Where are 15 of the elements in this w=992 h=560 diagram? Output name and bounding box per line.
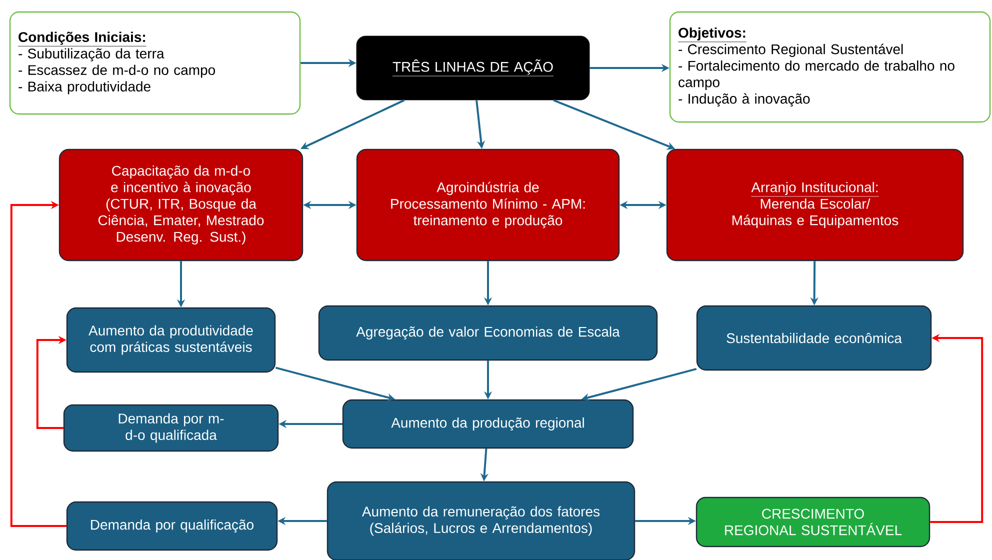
process-box: Aumento da produção regional (342, 399, 634, 449)
action-box: Capacitação da m-d-o e incentivo à inovação (CTUR, ITR, Bosque da Ciência, Emater, Mestrado Desenv. Reg. Sust.) (58, 148, 304, 262)
action-box: Arranjo Institucional: Merenda Escolar/ Máquinas e Equipamentos (666, 148, 964, 262)
process-box: Aumento da remuneração dos fatores (Salários, Lucros e Arrendamentos) (326, 481, 636, 560)
process-box: Agregação de valor Economias de Escala (318, 305, 658, 361)
process-box: Sustentabilidade econômica (696, 305, 932, 371)
info-box: Condições Iniciais: - Subutilização da terra - Escassez de m-d-o no campo - Baixa produtividade (9, 11, 301, 115)
title-box: TRÊS LINHAS DE AÇÃO (356, 36, 590, 100)
process-box: Demanda por m-d-o qualificada (63, 404, 279, 452)
arrow (10, 200, 66, 527)
result-box: CRESCIMENTO REGIONAL SUSTENTÁVEL (696, 496, 930, 548)
process-box: Demanda por qualificação (66, 501, 278, 551)
process-box: Aumento da produtividade com práticas sustentáveis (66, 307, 276, 373)
info-box: Objetivos: - Crescimento Regional Sustentável - Fortalecimento do mercado de trabalho no campo - Indução à inovação (669, 11, 991, 123)
action-box: Agroindústria de Processamento Mínimo - APM: treinamento e produção (356, 148, 620, 262)
